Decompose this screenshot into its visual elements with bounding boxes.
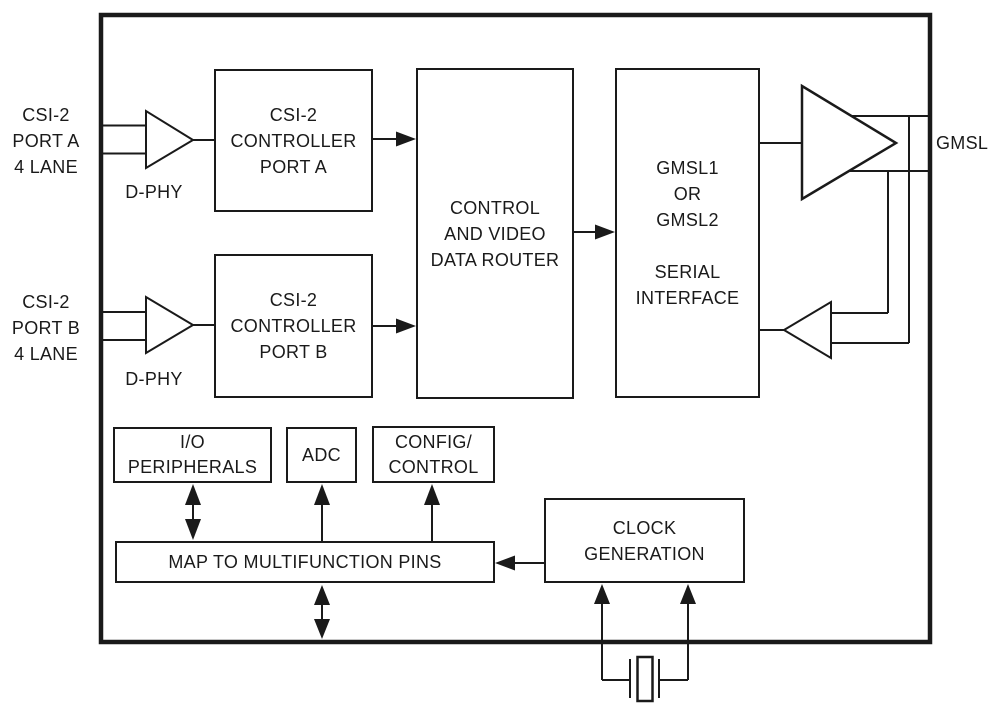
block-config-control: CONFIG/ CONTROL [372,426,495,483]
arrowhead-io-map-up [185,484,201,505]
crystal-connection-lines [601,600,689,681]
arrowhead-map-to-adc [314,484,330,505]
dphy-b-buffer-triangle [145,295,195,355]
gmsl-diff-pair-lines [831,115,930,344]
label-dphy-a: D-PHY [125,182,183,202]
arrowhead-ctrl-b-to-router [396,318,416,334]
block-csi2-controller-port-b: CSI-2 CONTROLLER PORT B [214,254,373,398]
dphy-a-buffer-triangle [145,109,195,170]
gmsl-driver-triangle [800,83,899,202]
arrowhead-map-pins-down [314,619,330,639]
arrowhead-xtal-right-up [680,584,696,604]
block-csi2-controller-port-a: CSI-2 CONTROLLER PORT A [214,69,373,212]
arrowhead-router-to-serial [595,224,615,240]
block-control-video-data-router: CONTROL AND VIDEO DATA ROUTER [416,68,574,399]
csi2-b-input-lines [103,311,147,341]
arrowhead-map-pins-up [314,585,330,605]
block-io-peripherals: I/O PERIPHERALS [113,427,272,483]
csi2-a-input-lines [103,124,147,155]
arrowhead-map-to-config [424,484,440,505]
block-clock-generation: CLOCK GENERATION [544,498,745,583]
arrowhead-io-map-down [185,519,201,540]
arrowhead-clock-to-map [495,555,515,571]
label-csi2-port-a: CSI-2 PORT A 4 LANE [12,105,80,177]
chip-outline [98,12,933,645]
label-csi2-port-b: CSI-2 PORT B 4 LANE [11,292,81,364]
gmsl-receiver-triangle [782,300,832,360]
arrowhead-ctrl-a-to-router [396,131,416,147]
block-gmsl-serial-interface: GMSL1 OR GMSL2 SERIAL INTERFACE [615,68,760,398]
crystal-symbol [629,655,660,703]
label-dphy-b: D-PHY [125,369,183,389]
arrowhead-xtal-left-up [594,584,610,604]
block-adc: ADC [286,427,357,483]
label-gmsl: GMSL [936,133,989,153]
block-map-multifunction-pins: MAP TO MULTIFUNCTION PINS [115,541,495,583]
